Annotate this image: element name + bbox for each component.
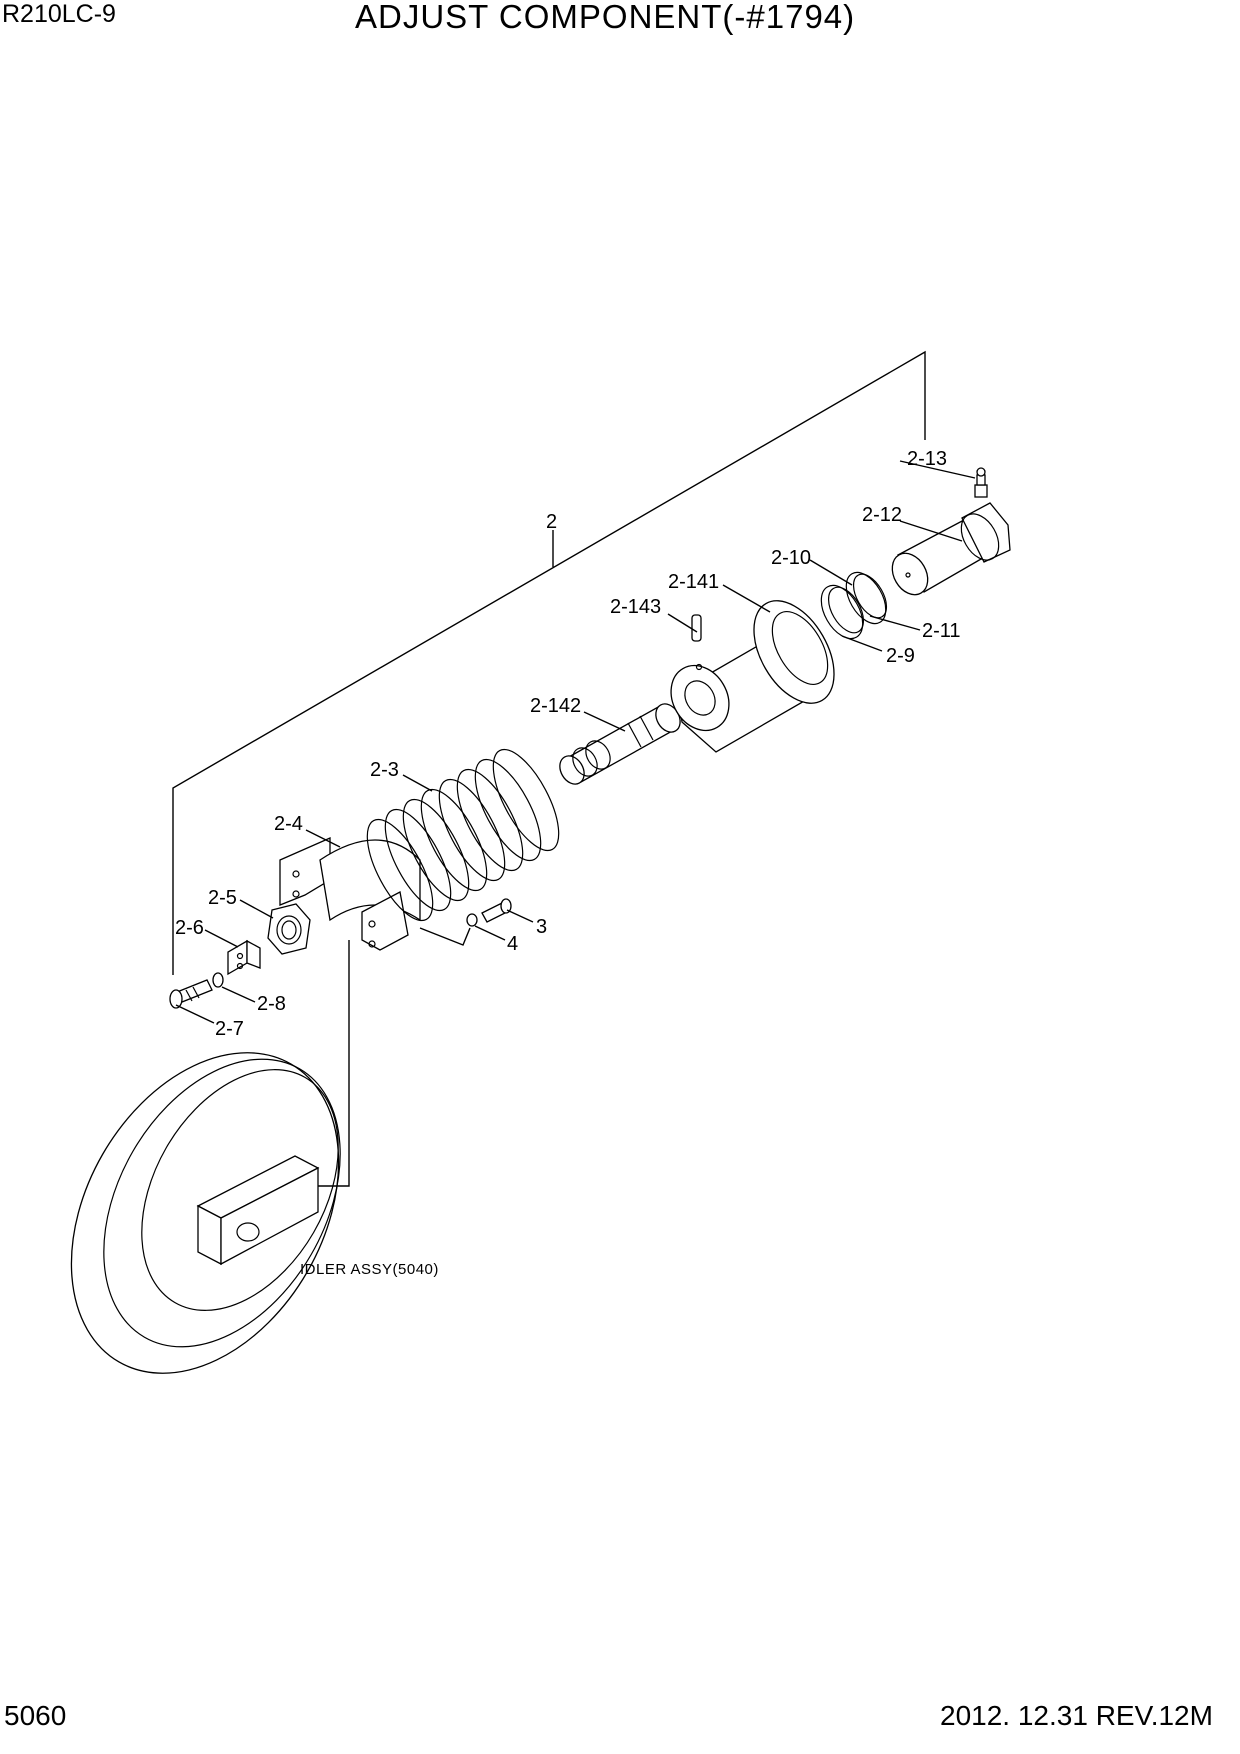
callout-2-9: 2-9 [886,645,915,667]
nut-2-5-drawing [267,903,311,955]
page-title: ADJUST COMPONENT(-#1794) [355,0,856,35]
callout-4: 4 [507,933,518,955]
cylinder-2-12-drawing [891,502,1011,596]
callout-2: 2 [546,511,557,533]
callout-2-7: 2-7 [215,1018,244,1040]
callout-2-5: 2-5 [208,887,237,909]
bolt-3-drawing [466,898,512,927]
idler-assy-label: IDLER ASSY(5040) [300,1261,439,1278]
idler-wheel-drawing [70,940,350,1374]
cylinder-2-141-drawing [670,600,835,753]
rings-2-9-2-10-2-11-drawing [820,571,888,640]
callout-2-4: 2-4 [274,813,303,835]
callout-2-8: 2-8 [257,993,286,1015]
callout-2-10: 2-10 [771,547,811,569]
revision-date: 2012. 12.31 REV.12M [940,1700,1213,1731]
spring-2-3-drawing [366,748,560,946]
callout-2-12: 2-12 [862,504,902,526]
pin-2-143-drawing [691,614,702,642]
callout-2-6: 2-6 [175,917,204,939]
rod-2-142-drawing [559,703,681,785]
callout-3: 3 [536,916,547,938]
callout-2-3: 2-3 [370,759,399,781]
grease-fitting-2-13-drawing [974,467,988,498]
callout-2-13: 2-13 [907,448,947,470]
callout-2-141: 2-141 [668,571,719,593]
model-name: R210LC-9 [2,0,116,28]
callout-2-143: 2-143 [610,596,661,618]
leader-lines [175,460,976,1024]
assembly-bracket-2 [172,350,926,975]
plate-2-6-drawing [227,939,261,976]
callout-2-142: 2-142 [530,695,581,717]
yoke-2-4-drawing [279,837,421,951]
page-number: 5060 [4,1700,67,1731]
bolt-2-7-drawing [169,972,224,1009]
callout-2-11: 2-11 [922,620,961,642]
